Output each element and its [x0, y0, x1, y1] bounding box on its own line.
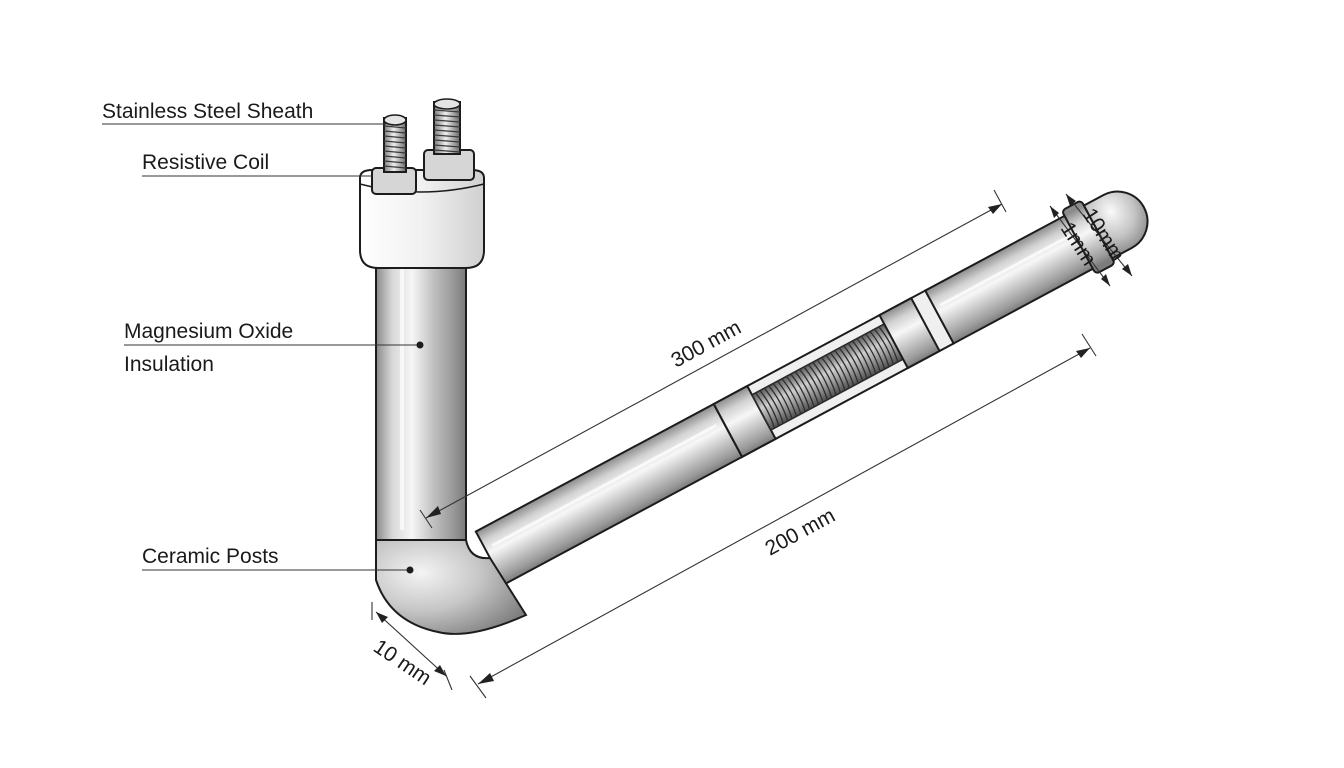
- coil-turn: [755, 392, 776, 429]
- coil-turn: [851, 340, 872, 377]
- dim-ext-200-b: [1081, 333, 1097, 357]
- bolt-thread: [383, 135, 407, 139]
- bolt-threads-left: [383, 125, 407, 169]
- coil-turn: [785, 375, 806, 412]
- bolt-thread: [433, 119, 461, 123]
- dim-arrow-300-end: [988, 204, 1002, 214]
- end-dome: [1082, 190, 1149, 260]
- bolt-thread: [383, 125, 407, 129]
- dim-arrow-10-end-end: [1122, 264, 1132, 276]
- dim-line-10-bend: [375, 611, 447, 677]
- bolt-thread: [433, 144, 461, 148]
- dim-arrow-200-start: [478, 673, 494, 684]
- dim-ext-10-bend-b: [443, 669, 453, 691]
- dim-ext-200-a: [469, 675, 487, 699]
- dim-arrow-10-bend-start: [376, 612, 388, 623]
- coil-turn: [829, 352, 850, 389]
- coil-turn: [878, 326, 899, 363]
- coil-turn: [821, 357, 842, 393]
- bolt-thread: [383, 150, 407, 154]
- dim-arrow-1-end-start: [1050, 206, 1059, 218]
- horizontal-tube: [474, 190, 1149, 586]
- terminal-bolt-right: [423, 98, 475, 181]
- coil-turn: [873, 328, 895, 365]
- dim-ext-300-b: [993, 189, 1007, 213]
- coil-turn: [803, 366, 824, 403]
- bolt-thread: [383, 155, 407, 159]
- dim-text-10-bend: 10 mm: [369, 635, 435, 690]
- dim-arrow-300-start: [426, 506, 441, 518]
- coil-turn: [759, 390, 780, 427]
- coil-turn: [843, 345, 864, 382]
- tube-elbow: [375, 539, 528, 635]
- bolt-thread: [433, 149, 461, 153]
- terminal-bolt-left: [371, 114, 417, 195]
- coil-turn: [781, 378, 802, 415]
- tube-highlight: [491, 424, 717, 547]
- bolt-thread: [433, 109, 461, 113]
- dim-line-10-end: [1065, 193, 1133, 277]
- dim-text-200: 200 mm: [761, 504, 839, 560]
- coil-turn: [860, 335, 881, 372]
- bolt-thread: [433, 129, 461, 133]
- resistive-coil-turns: [755, 326, 899, 429]
- dim-line-1-end: [1049, 205, 1111, 287]
- coil-turn: [816, 359, 837, 396]
- bolt-thread: [383, 165, 407, 169]
- coil-turn: [768, 385, 789, 422]
- tube-highlight-distal: [939, 234, 1072, 307]
- bolt-thread: [383, 130, 407, 134]
- dim-arrow-1-end-end: [1101, 274, 1110, 286]
- dim-line-200: [477, 347, 1091, 685]
- coil-turn: [812, 361, 833, 398]
- bolt-thread: [383, 145, 407, 149]
- vertical-tube: [375, 249, 467, 543]
- coil-turn: [834, 349, 855, 386]
- coil-turn: [865, 333, 886, 370]
- bolt-thread: [383, 140, 407, 144]
- bolt-top-left: [383, 114, 407, 126]
- bolt-thread: [433, 134, 461, 138]
- coil-turn: [869, 331, 890, 367]
- label-stainless-steel-sheath: Stainless Steel Sheath: [102, 100, 313, 123]
- tube-body-proximal: [474, 402, 744, 586]
- dim-text-300: 300 mm: [667, 316, 745, 372]
- coil-turn: [772, 383, 793, 419]
- bolt-thread: [433, 139, 461, 143]
- insulation-ring-right: [878, 296, 941, 370]
- dim-arrow-10-bend-end: [434, 665, 446, 676]
- coil-turn: [777, 380, 798, 417]
- coil-turn: [856, 338, 877, 375]
- label-magnesium-oxide-line2: Insulation: [124, 353, 214, 376]
- leader-dot-ceramic-posts: [406, 566, 414, 574]
- label-ceramic-posts: Ceramic Posts: [142, 545, 279, 568]
- coil-turn: [790, 373, 811, 410]
- bolt-thread: [383, 160, 407, 164]
- coil-turn: [807, 364, 828, 401]
- bolt-top-right: [433, 98, 461, 110]
- dim-arrow-200-end: [1076, 348, 1090, 358]
- bolt-thread: [433, 124, 461, 128]
- bolt-thread: [433, 114, 461, 118]
- dim-arrow-10-end-start: [1066, 194, 1076, 206]
- coil-turn: [763, 387, 784, 424]
- bolt-threads-right: [433, 109, 461, 153]
- coil-turn: [838, 347, 859, 384]
- coil-turn: [825, 354, 846, 391]
- label-magnesium-oxide-line1: Magnesium Oxide: [124, 320, 293, 343]
- coil-turn: [799, 368, 820, 405]
- dim-line-300: [425, 203, 1003, 519]
- coil-turn: [847, 342, 868, 379]
- leader-dot-magnesium-oxide: [416, 341, 424, 349]
- coil-turn: [794, 371, 815, 408]
- label-resistive-coil: Resistive Coil: [142, 151, 269, 174]
- dim-ext-300-a: [419, 509, 433, 529]
